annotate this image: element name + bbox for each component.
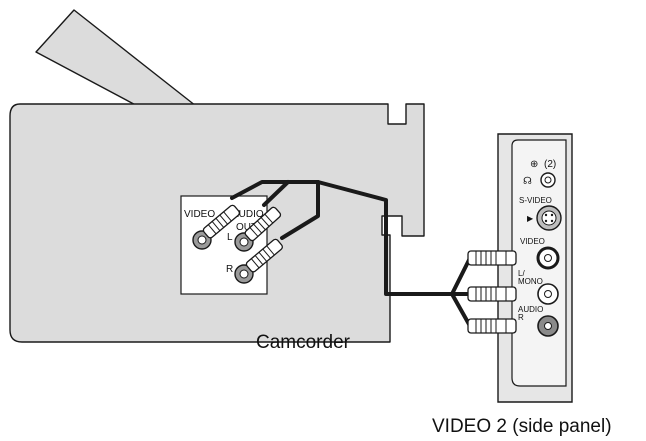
tv-side-panel: ⊕ (2) ☊ S-VIDEO ▶ VIDEO L/MONO: [497, 133, 573, 403]
side-panel-caption: VIDEO 2 (side panel): [432, 416, 612, 437]
plug-audio-l-camcorder: [244, 206, 282, 242]
cable-audio-r-lead: [280, 180, 320, 240]
cable-video-lead: [230, 180, 320, 200]
plug-video-camcorder: [202, 204, 240, 239]
camcorder-right-label: R: [226, 264, 233, 275]
camcorder-handle: [35, 9, 197, 111]
panel-video-jack: [536, 246, 560, 270]
panel-audio-l-jack: [537, 283, 559, 305]
tv-plugs: [467, 250, 517, 334]
headphone-jack: [540, 172, 556, 188]
svideo-jack: [536, 205, 562, 231]
cable-audio-l-lead: [262, 180, 290, 207]
plug-audio-r-camcorder: [245, 238, 283, 273]
camcorder-video-label: VIDEO: [184, 209, 215, 220]
panel-video-label: VIDEO: [520, 237, 545, 246]
panel-lmono-label: L/MONO: [518, 269, 543, 286]
svideo-arrow-icon: ▶: [527, 214, 534, 223]
svideo-label: S-VIDEO: [519, 196, 552, 205]
input-2-icon: ⊕: [530, 159, 538, 170]
panel-r-label: R: [518, 313, 524, 322]
cable-main-run: [316, 180, 454, 296]
camcorder-label: Camcorder: [256, 332, 351, 353]
camcorder-plugs: [202, 204, 283, 273]
input-2-label: (2): [544, 159, 556, 170]
camcorder-audio-right-jack: [234, 264, 254, 284]
plug-audio-r-tv: [467, 318, 517, 334]
plug-audio-l-tv: [467, 286, 517, 302]
headphone-icon: ☊: [523, 176, 532, 187]
panel-audio-label: AUDIO: [518, 305, 543, 314]
panel-audio-r-jack: [537, 315, 559, 337]
camcorder-out-label: OUT: [236, 222, 257, 233]
camcorder-left-label: L: [227, 232, 233, 243]
camcorder-audio-label: AUDIO: [232, 209, 264, 220]
camcorder: VIDEO AUDIO OUT L R Camcorder: [9, 9, 425, 353]
plug-video-tv: [467, 250, 517, 266]
